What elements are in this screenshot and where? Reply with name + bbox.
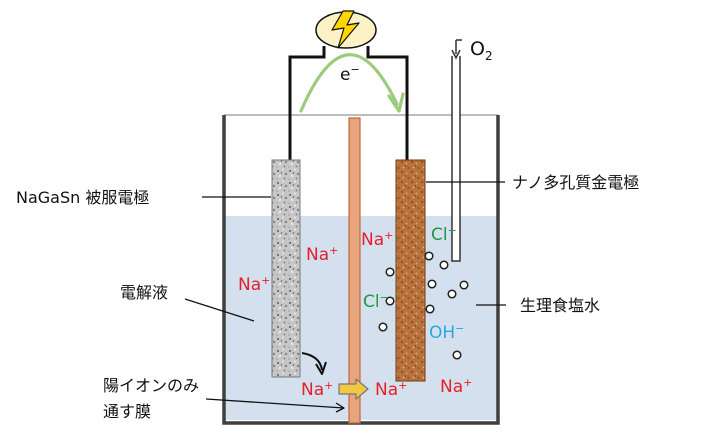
leader-lines	[184, 181, 506, 413]
ion-release-arrow	[301, 352, 323, 371]
bubble	[447, 289, 457, 299]
bubble	[424, 251, 434, 261]
electrolyte-leader	[184, 298, 255, 322]
hydroxide-ion-label: OH−	[429, 322, 464, 343]
bubble	[378, 322, 388, 332]
oxygen-label: O2	[470, 38, 493, 63]
sodium-ion-label: Na+	[361, 229, 393, 250]
chloride-ion-label: Cl−	[363, 291, 389, 312]
electron-flow-arrowhead	[387, 92, 405, 113]
bubble	[452, 350, 462, 360]
tank-wall	[222, 115, 500, 425]
sodium-ion-label: Na+	[375, 379, 407, 400]
left-wire	[288, 46, 326, 160]
oxygen-inlet-tube	[451, 56, 461, 262]
ion-release-arrowhead	[315, 361, 327, 375]
saline-label: 生理食塩水	[520, 296, 600, 315]
bubble	[459, 280, 469, 290]
electron-flow-arrow	[299, 53, 399, 113]
ion-labels: Na+ Na+ Na+ Na+ Na+ Na+ Cl− Cl− OH−	[238, 224, 472, 400]
electron-label: e−	[340, 63, 360, 85]
membrane-leader	[205, 398, 345, 409]
bubble	[439, 260, 449, 270]
membrane-label-line2: 通す膜	[103, 402, 151, 421]
bubble	[385, 267, 395, 277]
sodium-transfer-arrow	[338, 378, 369, 400]
left-electrode-label: NaGaSn 被服電極	[16, 188, 149, 207]
right-wire	[366, 46, 409, 160]
oxygen-bubbles	[378, 251, 469, 360]
ion-exchange-membrane	[348, 117, 361, 424]
sodium-ion-label: Na+	[301, 379, 333, 400]
bubble	[427, 279, 437, 289]
membrane-leader-arrowhead	[335, 402, 345, 413]
bubble	[425, 304, 435, 314]
lightning-bolt-icon	[331, 10, 360, 49]
sodium-ion-label: Na+	[238, 274, 270, 295]
right-electrode-label: ナノ多孔質金電極	[512, 173, 639, 192]
electrolyte-label: 電解液	[120, 283, 168, 302]
chloride-ion-label: Cl−	[431, 224, 457, 245]
sodium-ion-label: Na+	[440, 376, 472, 397]
annotation-labels: NaGaSn 被服電極 ナノ多孔質金電極 電解液 生理食塩水 陽イオンのみ 通す…	[16, 173, 639, 421]
sodium-ion-label: Na+	[306, 244, 338, 265]
bubble	[385, 296, 395, 306]
right-electrode	[395, 159, 426, 382]
membrane-label-line1: 陽イオンのみ	[103, 376, 199, 395]
left-electrode	[271, 159, 301, 378]
downward-arrow-icon	[451, 39, 462, 60]
